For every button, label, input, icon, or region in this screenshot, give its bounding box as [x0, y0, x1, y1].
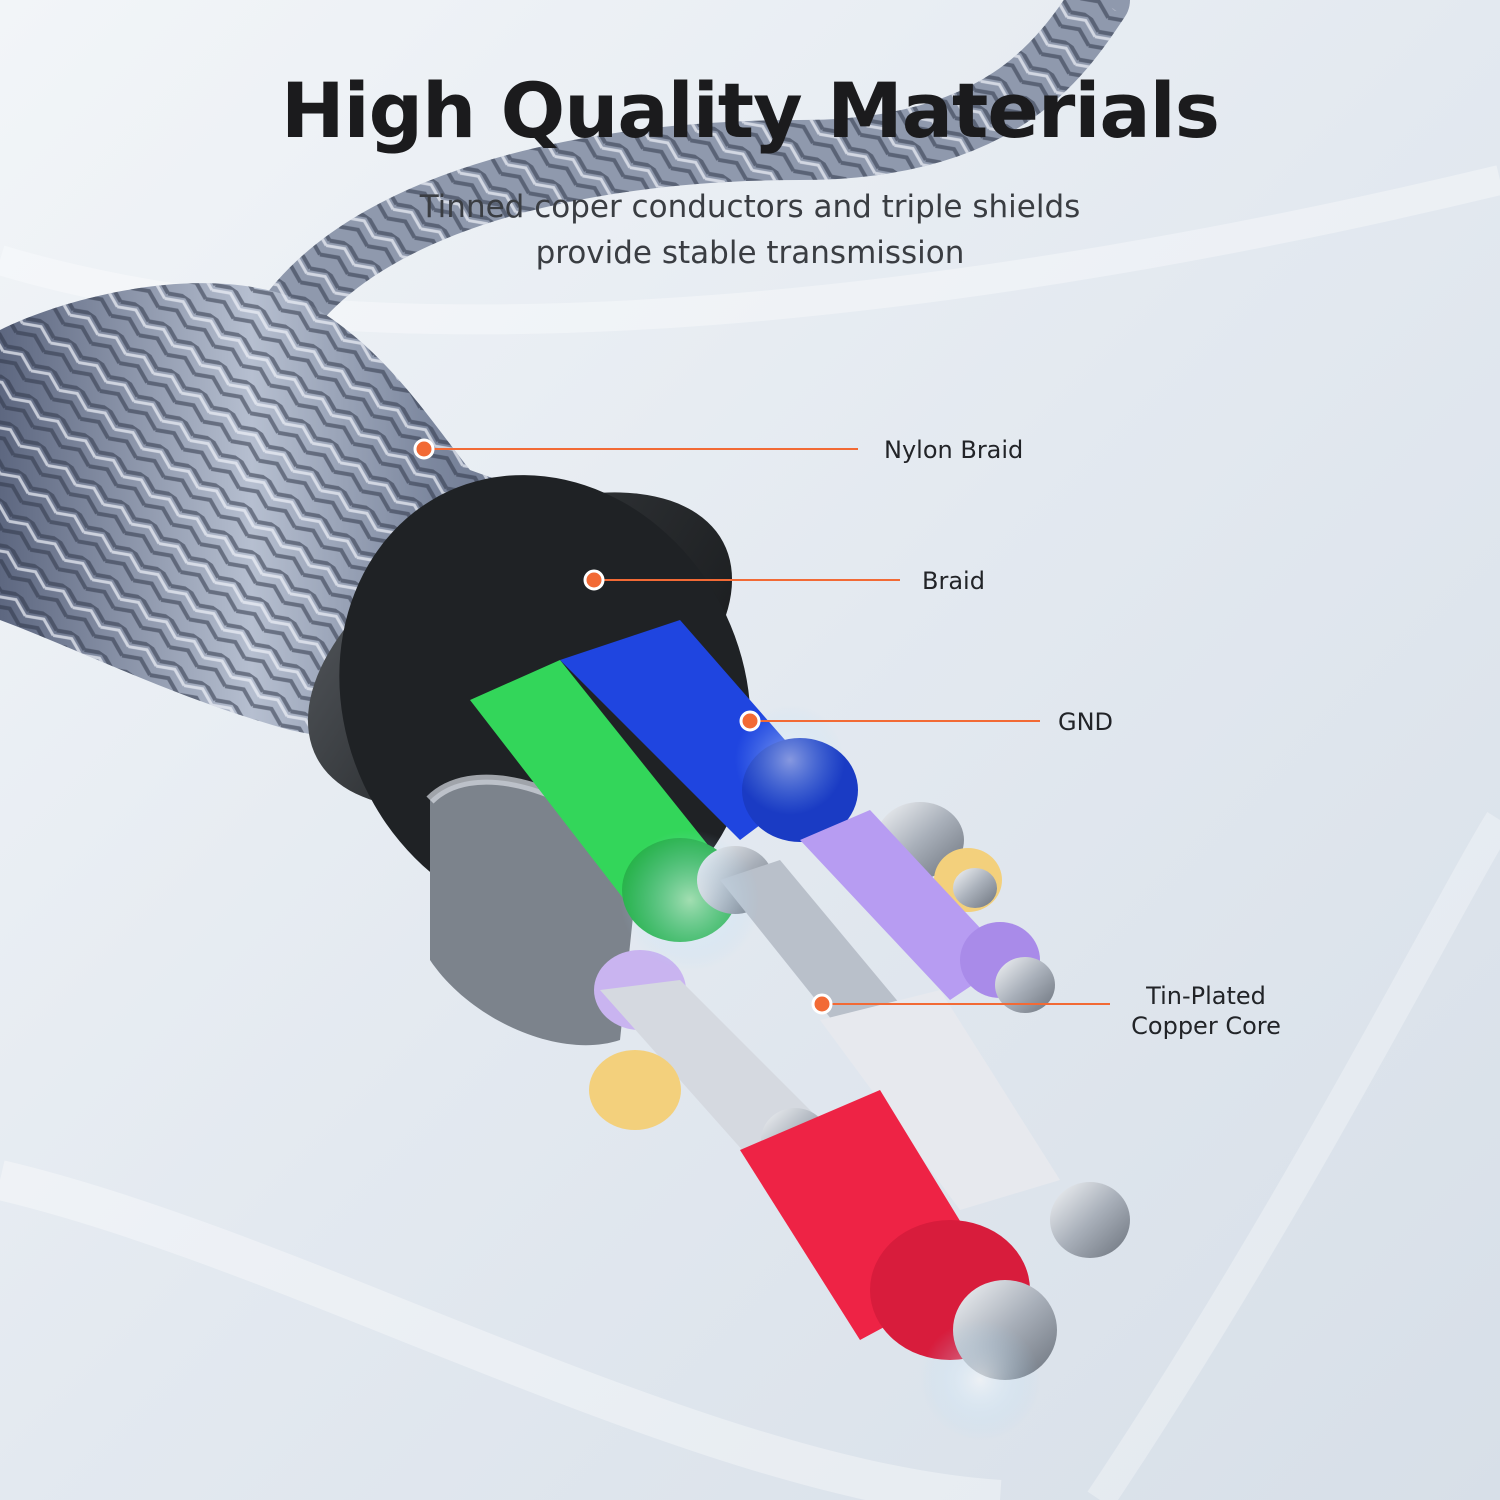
callout-label-gnd: GND — [1058, 708, 1114, 736]
callout-label-copper-core: Tin-Plated Copper Core — [1118, 981, 1294, 1041]
subtitle-line-1: Tinned coper conductors and triple shiel… — [419, 189, 1081, 225]
wire-yellow — [589, 1050, 681, 1130]
callout-label-braid: Braid — [922, 567, 985, 595]
internal-wires — [470, 620, 1130, 1440]
callout-dot-braid — [583, 569, 605, 591]
callout-lines — [413, 438, 1110, 1015]
subtitle-line-2: provide stable transmission — [535, 235, 965, 271]
callout-label-copper-core-line-1: Tin-Plated — [1146, 982, 1266, 1010]
page-subtitle: Tinned coper conductors and triple shiel… — [0, 184, 1500, 276]
callout-dot-gnd — [739, 710, 761, 732]
wire-purple — [800, 810, 1010, 1000]
wire-white — [820, 990, 1060, 1210]
callout-label-copper-core-line-2: Copper Core — [1131, 1012, 1281, 1040]
callout-label-nylon-braid: Nylon Braid — [884, 436, 1024, 464]
page-title: High Quality Materials — [281, 66, 1220, 155]
callout-dot-copper-core — [811, 993, 833, 1015]
callout-dot-nylon-braid — [413, 438, 435, 460]
